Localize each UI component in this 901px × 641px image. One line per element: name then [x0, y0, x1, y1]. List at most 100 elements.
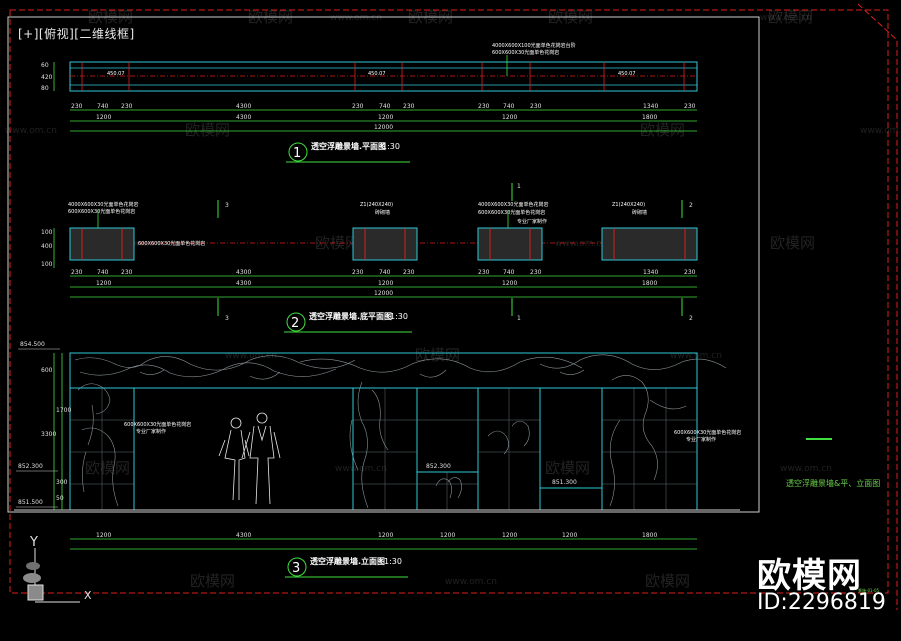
- drawing-3-elevation: 600X600X30光面单色花岗岩 专业厂家制作 600X600X30光面单色花…: [14, 341, 741, 578]
- dim-left: 420: [41, 74, 53, 81]
- watermark: 欧模网: [190, 572, 235, 590]
- watermark: 欧模网: [545, 459, 590, 477]
- axis-label: 3: [225, 315, 229, 322]
- drawing-scale: 1:30: [390, 312, 408, 321]
- dim-segment: 1200: [378, 280, 393, 287]
- dim-segment: 230: [121, 269, 133, 276]
- plan-note: 600X600X30光面单色花岗岩: [478, 209, 545, 216]
- ucs-y-label: Y: [29, 535, 38, 550]
- drawing-scale: 1:30: [382, 142, 400, 151]
- watermark-url: www.om.cn: [125, 239, 177, 249]
- dim-segment: 230: [530, 103, 542, 110]
- drawing-scale: 1:30: [384, 557, 402, 566]
- plan-note: 4000X600X30光面单色花岗岩: [478, 201, 548, 208]
- level-mark: 851.300: [552, 479, 577, 486]
- axis-label: 2: [689, 202, 693, 209]
- dim-segment: 1200: [502, 114, 517, 121]
- figures-couple: [218, 412, 281, 505]
- wall-outline: [69, 352, 698, 510]
- plan-note: 4000X600X100光面单色花岗岩台阶: [492, 42, 576, 49]
- viewport-controls[interactable]: [+][俯视][二维线框]: [18, 27, 135, 41]
- watermark: 欧模网: [640, 121, 685, 139]
- drawing-1-plan: 450.07 450.07 450.07 4000X600X100光面单色花岗岩…: [41, 42, 698, 163]
- plan-note: 砖砌墙: [375, 209, 390, 216]
- dim-segment: 740: [503, 269, 515, 276]
- level-mark: 450.07: [368, 71, 386, 77]
- elev-note: 专业厂家制作: [686, 436, 716, 443]
- ucs-icon[interactable]: Y X: [23, 535, 92, 603]
- ucs-x-label: X: [84, 589, 92, 602]
- axis-label: 1: [517, 183, 521, 190]
- sheet-border-corner: [857, 3, 898, 610]
- dim-left: 1700: [56, 407, 71, 414]
- watermark: 欧模网: [85, 459, 130, 477]
- dim-segment: 1200: [562, 532, 577, 539]
- dim-segment: 230: [71, 269, 83, 276]
- elev-note: 600X600X30光面单色花岗岩: [674, 429, 741, 436]
- watermark-url: www.om.cn: [670, 351, 722, 361]
- drawing-number: 2: [291, 316, 299, 331]
- dim-segment: 4300: [236, 280, 251, 287]
- pier-block: [601, 227, 698, 261]
- watermark-url: www.om.cn: [330, 13, 382, 23]
- axis-label: 2: [689, 315, 693, 322]
- drawing-title: 透空浮雕景墙.立面图: [310, 556, 385, 566]
- dim-segment: 230: [478, 103, 490, 110]
- dim-left: 60: [41, 62, 49, 69]
- level-mark: 854.500: [20, 341, 45, 348]
- level-mark: 852.300: [426, 463, 451, 470]
- watermark-url: www.om.cn: [780, 464, 832, 474]
- dim-left: 100: [41, 261, 53, 268]
- plan-outline: [69, 61, 698, 92]
- dim-left: 50: [56, 495, 64, 502]
- dim-left: 600: [41, 367, 53, 374]
- dim-segment: 230: [684, 269, 696, 276]
- brand-logo-text: 欧模网: [757, 556, 862, 596]
- plan-note: 专业厂家制作: [517, 218, 547, 225]
- pier-block: [352, 227, 418, 261]
- drawing-number: 1: [293, 146, 301, 161]
- dim-left: 300: [56, 479, 68, 486]
- sheet-code: 景施-01-05: [858, 587, 880, 593]
- dim-segment: 4300: [236, 103, 251, 110]
- dim-segment: 1200: [96, 532, 111, 539]
- axis-label: 1: [517, 315, 521, 322]
- dim-total: 12000: [374, 290, 393, 297]
- watermark: 欧模网: [645, 572, 690, 590]
- dim-left: 3300: [41, 431, 56, 438]
- dim-left: 100: [41, 229, 53, 236]
- plan-note: 600X600X30光面单色花岗岩: [68, 208, 135, 215]
- dim-segment: 1800: [642, 114, 657, 121]
- dim-segment: 1800: [642, 280, 657, 287]
- watermark-url: www.om.cn: [5, 126, 57, 136]
- watermark-url: www.om.cn: [860, 126, 901, 136]
- dim-segment: 230: [403, 103, 415, 110]
- dim-segment: 230: [403, 269, 415, 276]
- dim-segment: 230: [478, 269, 490, 276]
- dim-total: 12000: [374, 124, 393, 131]
- watermark-url: www.om.cn: [445, 577, 497, 587]
- dim-segment: 230: [530, 269, 542, 276]
- dim-segment: 1200: [96, 114, 111, 121]
- drawing-title: 透空浮雕景墙.平面图: [311, 141, 386, 151]
- dim-left: 80: [41, 85, 49, 92]
- watermark: 欧模网: [415, 346, 460, 364]
- plan-note: Z1(240X240): [360, 202, 393, 208]
- drawing-number: 3: [292, 561, 300, 576]
- drawing-title: 透空浮雕景墙.底平面图: [309, 311, 392, 321]
- dim-segment: 740: [379, 269, 391, 276]
- watermark-url: www.om.cn: [555, 239, 607, 249]
- level-mark: 450.07: [618, 71, 636, 77]
- watermark-layer: 欧模网 欧模网 欧模网 欧模网 欧模网 www.om.cn www.om.cn …: [5, 8, 901, 590]
- plan-note: 4000X600X30光面单色花岗岩: [68, 201, 138, 208]
- brand-id: ID:2296819: [757, 590, 886, 615]
- watermark: 欧模网: [770, 234, 815, 252]
- dim-segment: 740: [97, 103, 109, 110]
- level-mark: 852.300: [18, 463, 43, 470]
- dim-segment: 1200: [502, 532, 517, 539]
- drawing-2-base-plan: 3 1 2 3 1 2 4000X600X30光面单色花岗岩 600X600X3…: [41, 183, 698, 333]
- dim-segment: 1340: [643, 269, 658, 276]
- dim-segment: 1200: [96, 280, 111, 287]
- pier-block: [477, 227, 543, 261]
- viewport-frame: [7, 16, 760, 513]
